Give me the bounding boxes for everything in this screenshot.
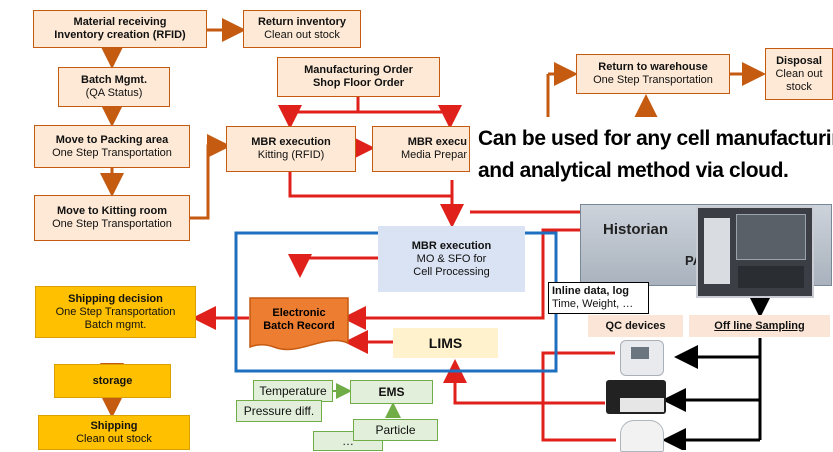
qc-device-3-image: [620, 420, 664, 452]
disposal-box: Disposal Clean out stock: [765, 48, 833, 100]
packing-area-subtitle: One Step Transportation: [52, 146, 172, 159]
packing-area-box: Move to Packing area One Step Transporta…: [34, 125, 190, 168]
offline-sampling-label: Off line Sampling: [714, 319, 805, 332]
mbr-cell-processing-box: MBR execution MO & SFO for Cell Processi…: [378, 226, 525, 292]
shipping-decision-line3: Batch mgmt.: [84, 318, 147, 331]
particle-label: Particle: [375, 422, 416, 437]
shipping-decision-line2: One Step Transportation: [55, 305, 176, 318]
mbr-cell-line3: Cell Processing: [413, 265, 490, 278]
banner-line2: and analytical method via cloud.: [478, 159, 789, 182]
kitting-room-title: Move to Kitting room: [57, 205, 167, 217]
shop-floor-order-title: Shop Floor Order: [312, 77, 405, 89]
batch-mgmt-subtitle: (QA Status): [85, 87, 143, 99]
shipping-subtitle: Clean out stock: [76, 432, 152, 445]
ems-label: EMS: [378, 384, 405, 399]
return-inventory-subtitle: Clean out stock: [264, 29, 340, 41]
kitting-room-box: Move to Kitting room One Step Transporta…: [34, 195, 190, 241]
shipping-title: Shipping: [90, 419, 138, 432]
inline-data-subtitle: Time, Weight, …: [552, 298, 634, 310]
offline-sampling-box: Off line Sampling: [689, 315, 830, 337]
storage-box: storage: [54, 364, 171, 398]
return-warehouse-title: Return to warehouse: [598, 61, 708, 73]
banner-line1: Can be used for any cell manufacturing: [478, 127, 833, 150]
kitting-room-subtitle: One Step Transportation: [52, 218, 172, 230]
mbr-cell-title: MBR execution: [411, 239, 492, 252]
return-inventory-title: Return inventory: [257, 16, 346, 28]
storage-label: storage: [92, 374, 133, 387]
qc-device-1-image: [620, 340, 664, 376]
shipping-decision-box: Shipping decision One Step Transportatio…: [35, 286, 196, 338]
mbr-kitting-title: MBR execution: [251, 136, 331, 148]
disposal-line3: stock: [786, 80, 812, 93]
qc-devices-box: QC devices: [588, 315, 683, 337]
disposal-title: Disposal: [776, 54, 822, 67]
material-receiving-subtitle: Inventory creation (RFID): [54, 29, 186, 41]
temperature-label: Temperature: [259, 383, 327, 398]
ebr-line2: Batch Record: [263, 320, 335, 332]
mbr-kitting-subtitle: Kitting (RFID): [257, 149, 325, 161]
inline-data-title: Inline data, log: [552, 285, 630, 297]
lims-label: LIMS: [428, 334, 463, 351]
mbr-kitting-box: MBR execution Kitting (RFID): [226, 126, 356, 172]
shipping-decision-title: Shipping decision: [68, 292, 163, 305]
shipping-box: Shipping Clean out stock: [38, 415, 190, 450]
packing-area-title: Move to Packing area: [55, 133, 169, 146]
disposal-line2: Clean out: [775, 67, 823, 80]
return-warehouse-subtitle: One Step Transportation: [593, 74, 713, 86]
lims-box: LIMS: [393, 328, 498, 358]
ellipsis-label: …: [342, 433, 354, 448]
mbr-media-title: MBR execu: [407, 136, 467, 148]
manufacturing-order-title: Manufacturing Order: [304, 64, 413, 76]
mbr-cell-line2: MO & SFO for: [416, 252, 487, 265]
batch-mgmt-title: Batch Mgmt.: [81, 74, 147, 86]
return-warehouse-box: Return to warehouse One Step Transportat…: [576, 54, 730, 94]
batch-mgmt-box: Batch Mgmt. (QA Status): [58, 67, 170, 107]
material-receiving-title: Material receiving: [73, 16, 167, 28]
manufacturing-order-box: Manufacturing Order Shop Floor Order: [277, 57, 440, 97]
inline-data-box: Inline data, log Time, Weight, …: [548, 282, 649, 314]
return-inventory-box: Return inventory Clean out stock: [243, 10, 361, 48]
ems-box: EMS: [350, 380, 433, 404]
temperature-box: Temperature: [253, 380, 333, 402]
ebr-line1: Electronic: [272, 307, 326, 319]
analyzer-device-image: [696, 206, 814, 298]
electronic-batch-record-box: Electronic Batch Record: [249, 300, 349, 340]
banner-background: [470, 117, 833, 207]
material-receiving-box: Material receiving Inventory creation (R…: [33, 10, 207, 48]
qc-devices-label: QC devices: [605, 319, 666, 332]
mbr-media-subtitle: Media Prepar: [400, 149, 467, 161]
pressure-box: Pressure diff.: [236, 400, 322, 422]
particle-box: Particle: [353, 419, 438, 441]
pressure-label: Pressure diff.: [243, 403, 315, 418]
mbr-media-box: MBR execu Media Prepar: [372, 126, 470, 172]
electronic-batch-record-shape: [249, 297, 349, 351]
qc-device-2-image: [606, 380, 666, 414]
cloud-banner: Can be used for any cell manufacturing a…: [478, 123, 833, 187]
historian-label: Historian: [603, 221, 669, 238]
